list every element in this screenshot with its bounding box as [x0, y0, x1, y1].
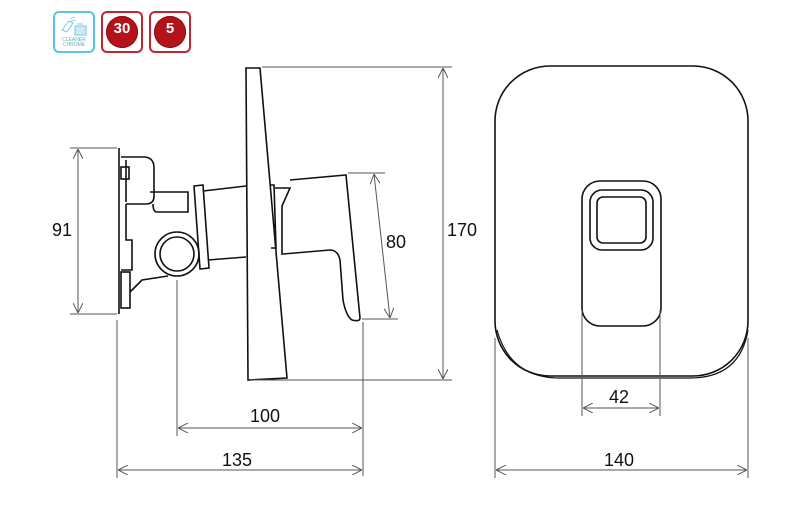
wax-seal-icon	[106, 16, 138, 48]
dim-140-label: 140	[604, 450, 634, 470]
side-view-dimensions	[70, 66, 452, 478]
dim-80-label: 80	[386, 232, 406, 252]
warranty-badge-30: 30	[101, 11, 143, 53]
dim-170-label: 170	[447, 220, 477, 240]
spray-bottle-icon	[61, 16, 87, 36]
wax-seal-icon	[154, 16, 186, 48]
warranty-value: 30	[113, 20, 131, 37]
badge-label-line1: CLEANER	[62, 37, 86, 43]
side-view	[118, 67, 361, 381]
dim-91-label: 91	[52, 220, 72, 240]
dim-135-label: 135	[222, 450, 252, 470]
front-view	[494, 65, 749, 379]
warranty-badge-5: 5	[149, 11, 191, 53]
warranty-value: 5	[165, 20, 175, 37]
badge-label-line2: CHROME	[62, 42, 86, 48]
dim-42-label: 42	[609, 387, 629, 407]
dim-100-label: 100	[250, 406, 280, 426]
front-view-dimensions	[494, 310, 749, 478]
